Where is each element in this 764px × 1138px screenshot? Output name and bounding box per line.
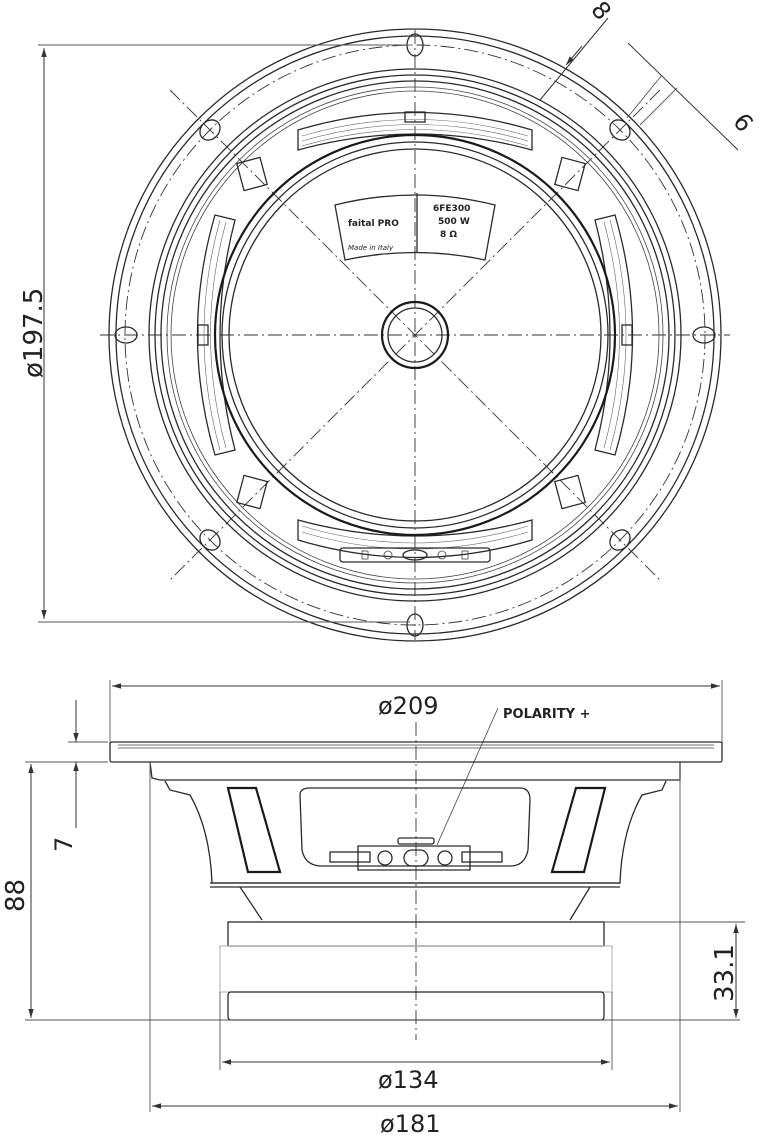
side-view: ø209 POLARITY + xyxy=(1,680,745,1138)
terminal-strip-front xyxy=(339,547,491,563)
impedance-text: 8 Ω xyxy=(440,230,457,240)
polarity-label: POLARITY + xyxy=(503,707,590,722)
model-text: 6FE300 xyxy=(433,204,470,214)
dim-total-depth: 88 xyxy=(1,879,31,912)
basket-windows xyxy=(196,111,634,559)
dim-magnet-height: 33.1 xyxy=(710,944,740,1002)
dim-hole-8: 8 xyxy=(585,0,616,26)
dim-body-diameter: ø181 xyxy=(380,1110,441,1138)
dim-outer-diameter: ø197.5 xyxy=(19,288,49,378)
brand-text: faital PRO xyxy=(348,219,399,229)
dim-flange-thickness: 7 xyxy=(50,837,78,852)
label-plate: faital PRO Made in Italy 6FE300 500 W 8 … xyxy=(334,193,496,261)
dim-frame-diameter: ø209 xyxy=(378,692,439,720)
origin-text: Made in Italy xyxy=(348,244,394,252)
mounting-holes xyxy=(114,33,716,637)
dim-magnet-diameter: ø134 xyxy=(378,1066,439,1094)
power-text: 500 W xyxy=(438,217,470,227)
front-view: faital PRO Made in Italy 6FE300 500 W 8 … xyxy=(19,0,759,642)
terminal-strip-side xyxy=(329,837,503,871)
dim-slot-6: 6 xyxy=(727,108,758,138)
